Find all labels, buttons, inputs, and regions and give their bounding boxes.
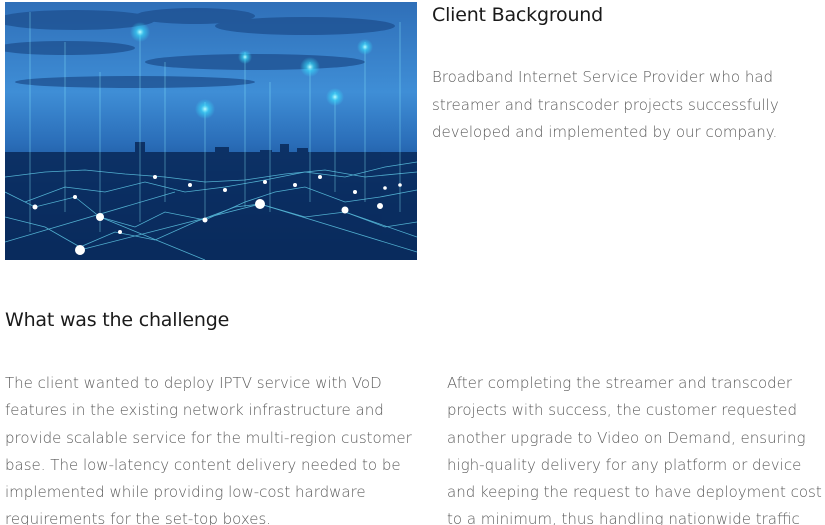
challenge-left-text: The client wanted to deploy IPTV service…	[5, 374, 412, 525]
challenge-title: What was the challenge	[5, 309, 230, 331]
network-city-illustration	[5, 2, 417, 260]
hero-image	[5, 2, 417, 260]
client-background-text: Broadband Internet Service Provider who …	[432, 68, 779, 141]
challenge-right-text: After completing the streamer and transc…	[447, 374, 822, 525]
client-background-title: Client Background	[432, 4, 603, 26]
